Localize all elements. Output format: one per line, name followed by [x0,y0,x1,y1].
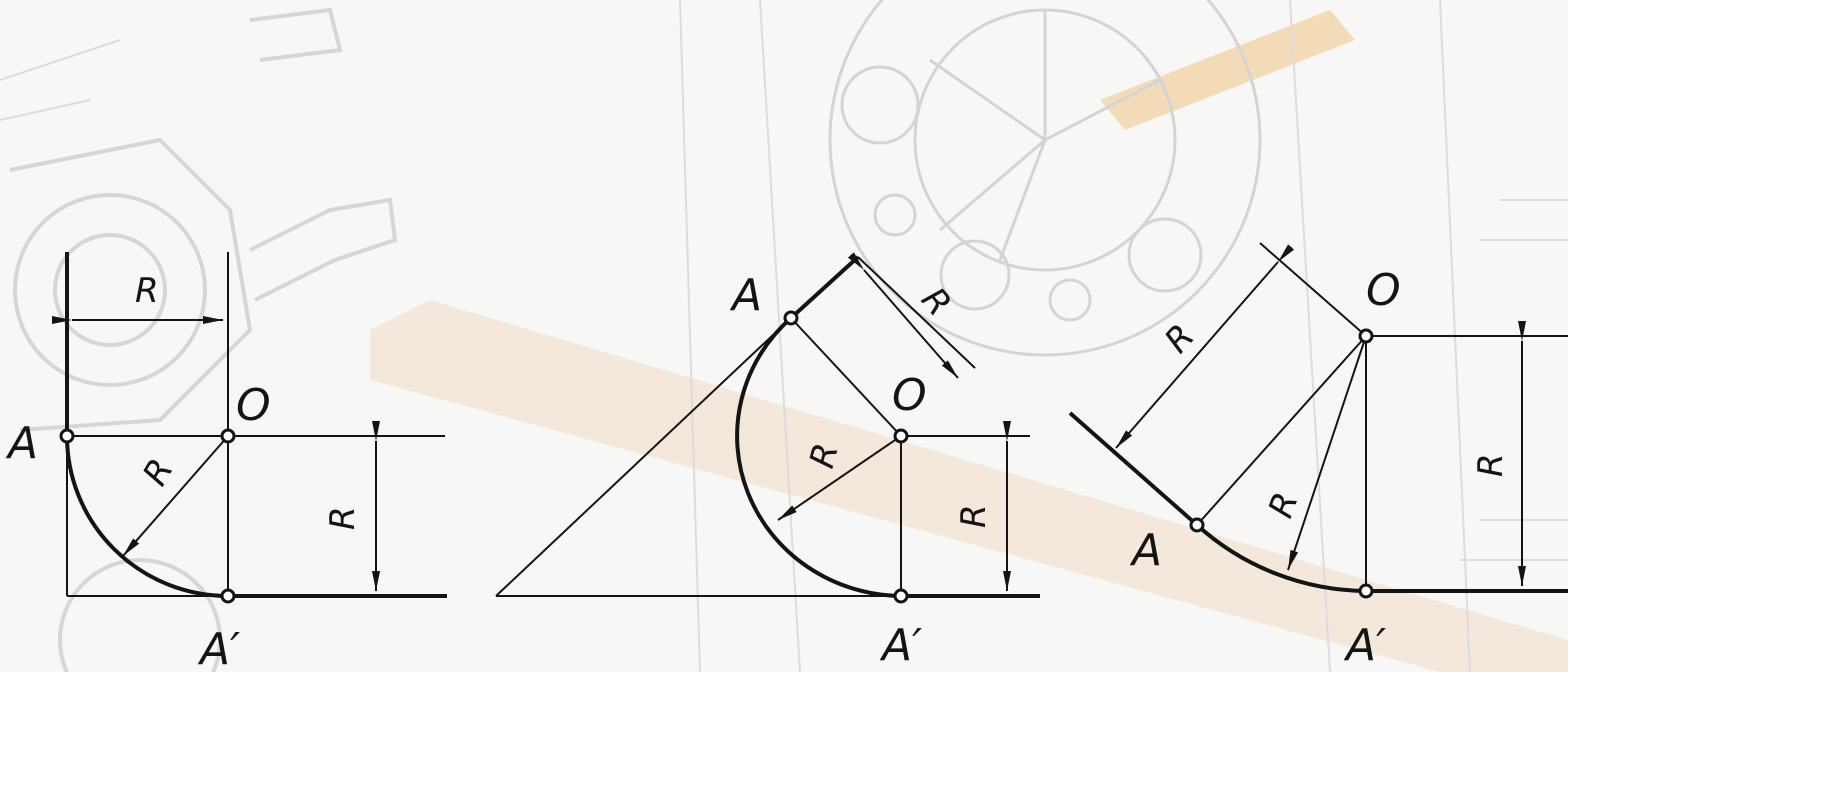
radius-leader [1287,335,1367,571]
label-a-prime: A′ [879,620,922,671]
label-a-prime: A′ [1343,620,1386,671]
label-r-top: R [135,271,159,311]
inclined-side [789,255,860,320]
background-part [9,7,398,672]
incline-offset-line [857,256,976,369]
background-ruler [370,300,1568,672]
figure-acute-angle-fillet: A O A′ R R R [495,252,1040,671]
background-pencil [1100,10,1355,130]
fillet-construction-diagram: A O A′ R R R [5,242,1568,672]
label-r-radial: R [802,439,847,472]
label-o: O [1366,265,1401,316]
point-a-prime [220,588,236,604]
point-a [59,428,75,444]
perpendicular-to-incline [790,317,902,437]
label-r-right: R [323,506,363,530]
center-point-o [1358,328,1374,344]
label-r-right: R [1471,453,1511,477]
label-a: A [729,270,762,321]
label-r-radial: R [135,452,181,492]
figure-right-angle-fillet: A O A′ R R R [5,252,447,672]
label-r-radial: R [1261,487,1307,523]
background-blueprint [0,0,1568,672]
fillet-arc [1195,523,1367,593]
label-r-inclined: R [913,280,959,324]
fillet-arc [735,316,902,598]
inclined-side-extension [495,317,792,597]
center-point-o [893,428,909,444]
label-a: A [1129,525,1162,576]
inclined-side [1068,411,1199,527]
incline-offset-line [1259,242,1367,337]
point-a [783,310,799,326]
label-a-prime: A′ [197,624,240,672]
point-a [1189,517,1205,533]
radius-dimension-inclined [1115,244,1295,449]
label-r-right: R [954,504,994,528]
drawing-canvas: A O A′ R R R [0,0,1568,672]
center-point-o [220,428,236,444]
radius-leader [122,435,229,557]
figure-obtuse-angle-fillet: A O A′ R R R [1068,242,1568,671]
radius-leader [777,435,902,521]
label-r-inclined: R [1157,317,1203,361]
label-a: A [5,418,38,469]
label-o: O [236,380,271,431]
point-a-prime [893,588,909,604]
label-o: O [892,370,927,421]
fillet-arc [65,435,229,598]
background-lines [0,0,1568,672]
radius-dimension-inclined [847,252,959,379]
point-a-prime [1358,583,1374,599]
